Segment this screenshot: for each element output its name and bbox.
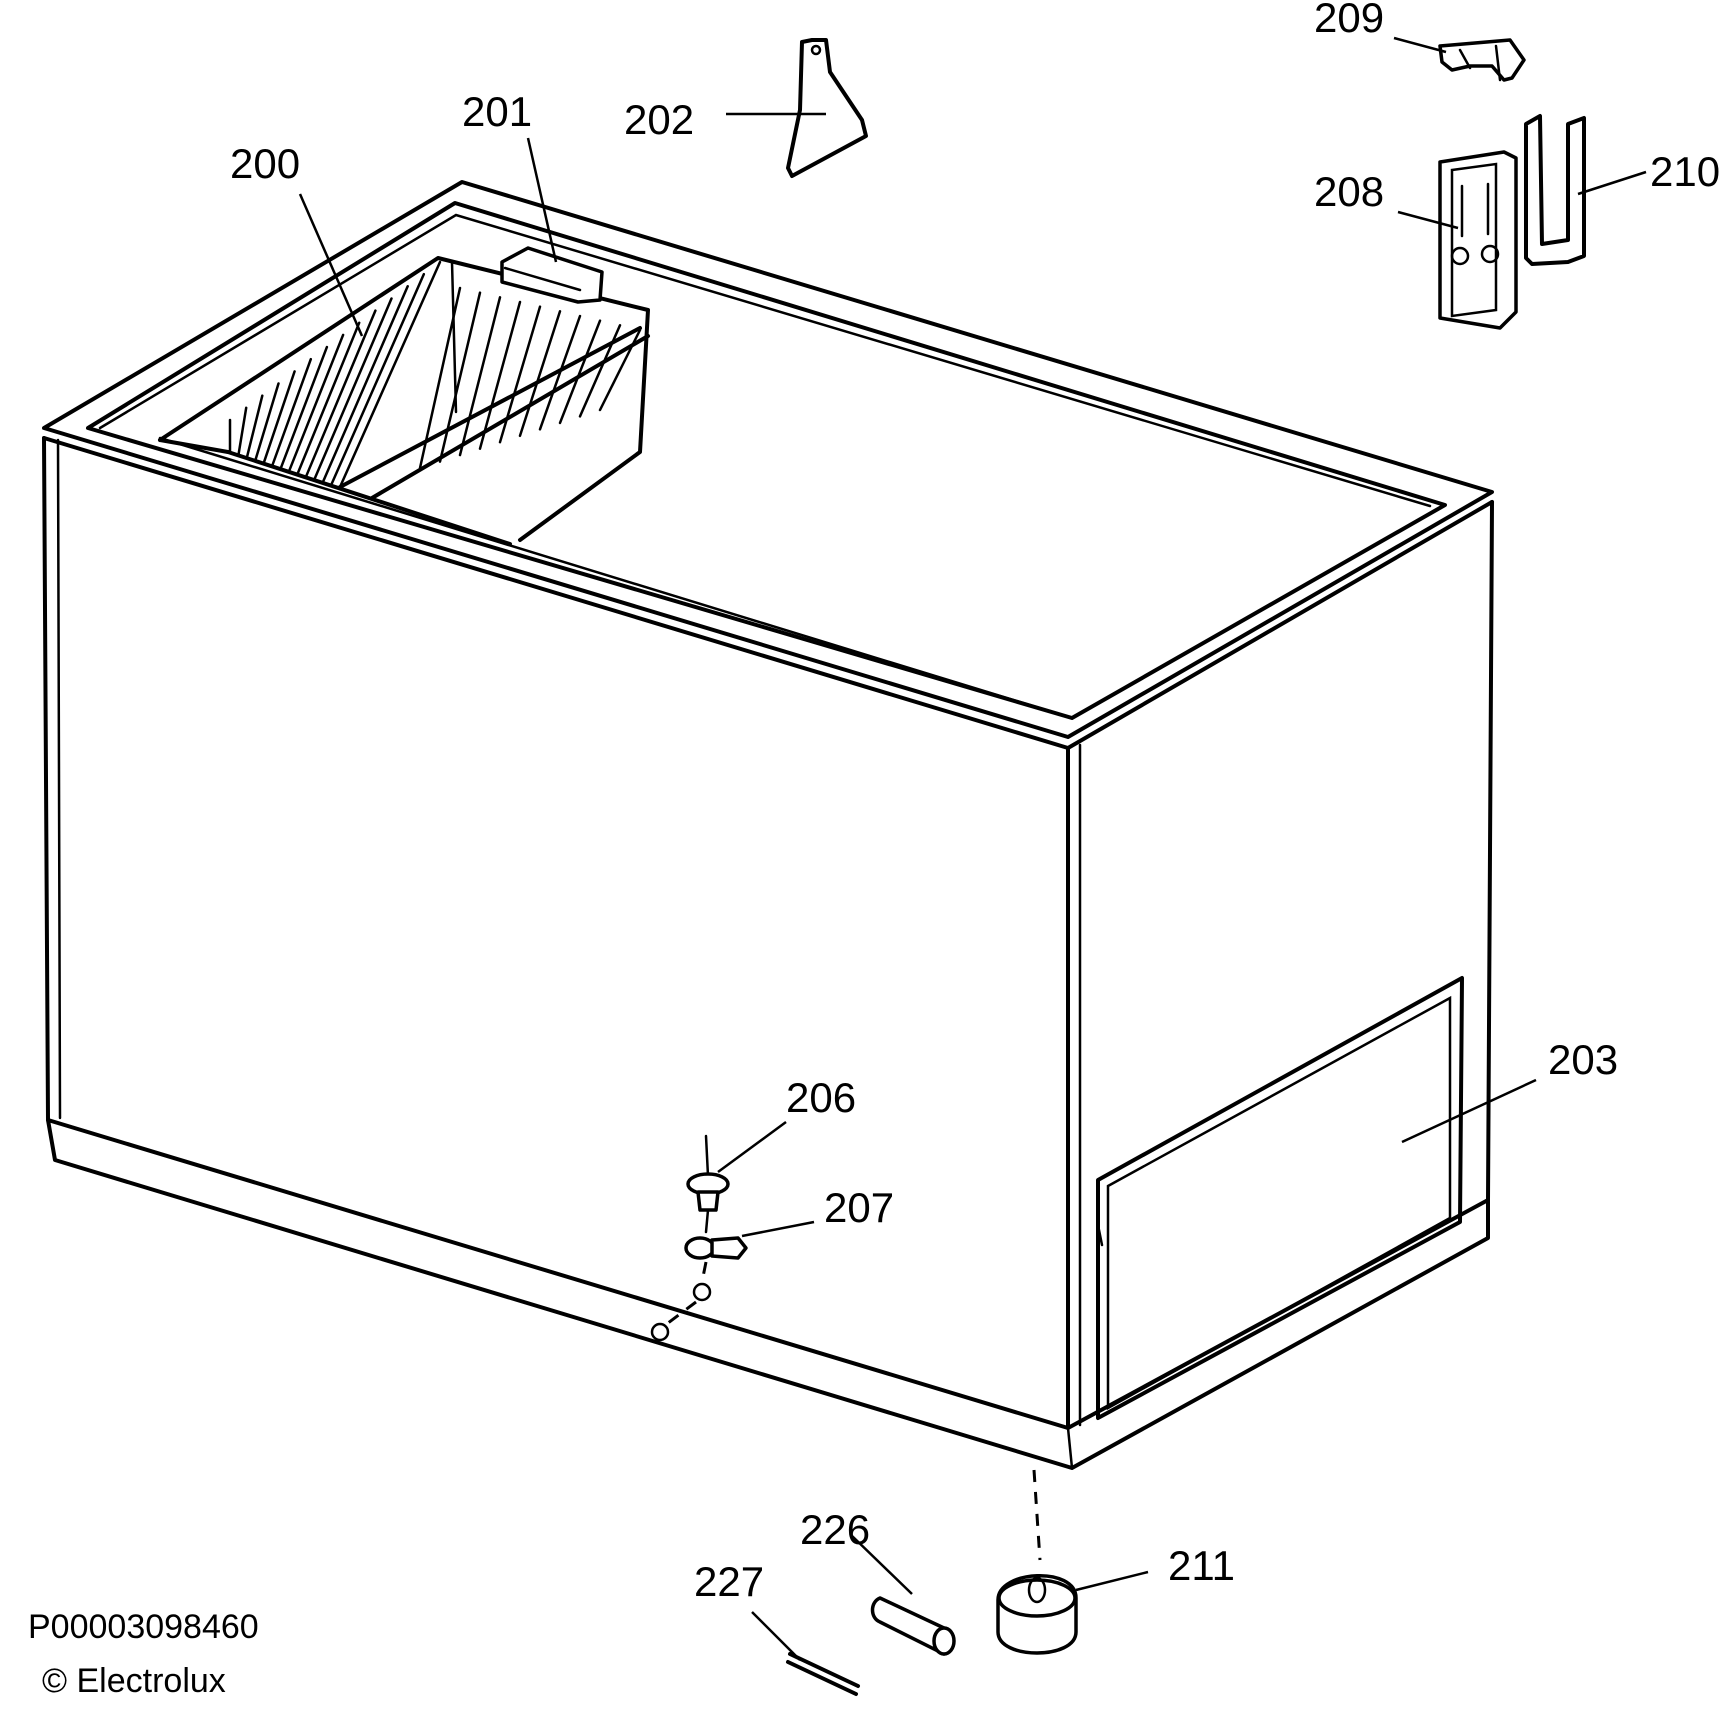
freezer-cabinet xyxy=(42,180,1494,1470)
basket-wire xyxy=(418,286,462,470)
basket-wire xyxy=(271,357,313,467)
label-210: 210 xyxy=(1650,148,1720,195)
basket-wire xyxy=(262,370,296,465)
basket-wire xyxy=(254,382,280,462)
basket-wire xyxy=(330,272,426,486)
thermostat-bracket xyxy=(1524,114,1586,266)
basket-wire xyxy=(245,394,264,459)
adjustable-foot xyxy=(996,1469,1078,1655)
label-211: 211 xyxy=(1168,1542,1235,1589)
basket-wire xyxy=(338,260,442,489)
basket-handle xyxy=(500,246,604,304)
leader-lines xyxy=(298,36,1647,1661)
thermostat-cover xyxy=(1438,38,1526,82)
basket-wire xyxy=(558,319,602,425)
copyright-notice: © Electrolux xyxy=(42,1662,226,1700)
label-207: 207 xyxy=(824,1184,894,1231)
basket-wire xyxy=(598,328,642,412)
label-203: 203 xyxy=(1548,1036,1618,1083)
hinge-assembly xyxy=(650,1134,748,1342)
basket-wire xyxy=(458,296,502,457)
thermostat-unit xyxy=(1438,150,1518,330)
basket-wire xyxy=(578,324,622,418)
axle-pin xyxy=(786,1652,860,1696)
label-227: 227 xyxy=(694,1558,764,1605)
compressor-cover xyxy=(1096,976,1464,1420)
reference-number: P00003098460 xyxy=(28,1608,259,1646)
basket-wire xyxy=(538,314,582,431)
label-201: 201 xyxy=(462,88,532,135)
basket-wire xyxy=(438,291,482,463)
basket-wire xyxy=(498,305,542,444)
basket-wire xyxy=(478,300,522,450)
basket-wire xyxy=(296,321,361,475)
label-226: 226 xyxy=(800,1506,870,1553)
basket-wire xyxy=(321,285,409,483)
basket-wire xyxy=(304,309,377,478)
roller xyxy=(870,1596,956,1656)
basket-wire xyxy=(279,345,329,470)
label-200: 200 xyxy=(230,140,300,187)
wire-basket xyxy=(158,256,650,546)
basket-wire xyxy=(313,297,393,481)
basket-wire xyxy=(518,310,562,438)
basket-wire xyxy=(287,333,345,473)
basket-wire xyxy=(237,406,248,456)
ice-scraper xyxy=(786,38,868,178)
label-208: 208 xyxy=(1314,168,1384,215)
label-206: 206 xyxy=(786,1074,856,1121)
label-209: 209 xyxy=(1314,0,1384,41)
label-202: 202 xyxy=(624,96,694,143)
